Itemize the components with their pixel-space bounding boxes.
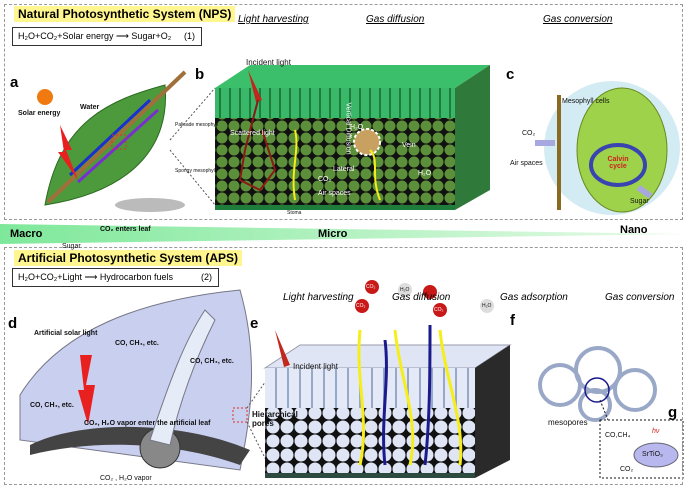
label-air-spaces: Air spaces [510, 160, 543, 167]
artificial-cross-section [263, 280, 512, 478]
panel-letter-b: b [195, 66, 205, 83]
label-air-spaces: Air spaces [318, 190, 351, 197]
scale-gradient-bar [0, 224, 685, 244]
step-light-harvesting: Light harvesting [238, 14, 309, 25]
label-co2: CO₂ [522, 130, 536, 137]
panel-letter-d: d [8, 315, 18, 332]
label-gas-enter: CO₂, H₂O vapor enter the artificial leaf [84, 420, 211, 427]
label-vein: Vein [402, 142, 416, 149]
molecule-co2: CO₂ [366, 284, 376, 290]
label-products: CO, CH₄, etc. [30, 402, 74, 409]
panel-letter-e: e [250, 315, 259, 332]
label-mesopores: mesopores [548, 418, 588, 427]
equation-text: H₂O+CO₂+Light ⟶ Hydrocarbon fuels [18, 272, 173, 282]
label-lateral: Lateral [333, 166, 355, 173]
natural-leaf [37, 70, 187, 212]
label-solar-energy: Solar energy [18, 110, 61, 117]
panel-letter-c: c [506, 66, 515, 83]
step-gas-adsorption: Gas adsorption [500, 292, 568, 303]
label-mesophyll-cells: Mesophyll cells [562, 98, 610, 105]
label-calvin-cycle: Calvin cycle [607, 156, 629, 170]
nps-panel [4, 4, 683, 220]
srtio3-particle [633, 442, 679, 468]
label-incident-light: Incident light [293, 362, 338, 371]
aps-panel [4, 247, 683, 485]
label-artificial-solar-light: Artificial solar light [34, 330, 98, 337]
lightning-icon [58, 125, 78, 180]
label-vapor: CO₂ , H₂O vapor [100, 475, 152, 482]
label-stoma: Stoma [287, 210, 302, 216]
label-hv: hν [652, 428, 660, 435]
label-hierarchical-pores: Hierarchical pores [252, 410, 298, 428]
label-h2o: H₂O [350, 124, 364, 131]
label-co2: CO₂ [318, 176, 332, 183]
incident-light-arrow [275, 330, 290, 367]
scale-micro: Micro [318, 228, 348, 240]
label-products: CO, CH₄, etc. [190, 358, 234, 365]
aps-equation: H₂O+CO₂+Light ⟶ Hydrocarbon fuels (2) [12, 268, 219, 287]
panel-letter-g: g [668, 404, 678, 421]
molecule-h2o: H₂O [482, 303, 492, 309]
step-gas-diffusion: Gas diffusion [392, 292, 451, 303]
label-products: CO,CH₄ [605, 432, 631, 439]
nps-title: Natural Photosynthetic System (NPS) [14, 6, 236, 22]
label-co2: CO₂ [620, 466, 634, 473]
aps-title: Artificial Photosynthetic System (APS) [14, 250, 243, 266]
artificial-leaf [19, 289, 253, 471]
leaf-cross-section [215, 65, 490, 210]
scale-nano: Nano [620, 224, 648, 236]
label-spongy: Spongy mesophyll [175, 168, 216, 174]
label-h2o: H₂O [418, 170, 432, 177]
incident-light-arrow [248, 70, 262, 102]
equation-text: H₂O+CO₂+Solar energy ⟶ Sugar+O₂ [18, 31, 172, 41]
panel-letter-f: f [510, 312, 515, 329]
label-sugar: Sugar [62, 243, 81, 250]
step-light-harvesting: Light harvesting [283, 292, 354, 303]
step-gas-diffusion: Gas diffusion [366, 14, 425, 25]
step-gas-conversion: Gas conversion [543, 14, 613, 25]
molecule-co2: CO₂ [434, 307, 444, 313]
label-incident-light: Incident light [246, 58, 291, 67]
molecule-h2o: H₂O [400, 287, 410, 293]
sun-icon [37, 89, 53, 105]
equation-number: (2) [201, 272, 212, 282]
label-scattered-light: Scattered light [230, 130, 275, 137]
label-water: Water [80, 104, 100, 111]
mesophyll-cell-detail [535, 81, 680, 215]
label-products: CO, CH₄, etc. [115, 340, 159, 347]
label-sugar: Sugar [630, 198, 649, 205]
nps-equation: H₂O+CO₂+Solar energy ⟶ Sugar+O₂ (1) [12, 27, 202, 46]
mesoporous-framework [538, 346, 657, 422]
molecule-co2: CO₂ [356, 303, 366, 309]
label-co2-enters: CO₂ enters leaf [100, 226, 151, 233]
scale-macro: Macro [10, 228, 43, 240]
label-srtio3: SrTiO₃ [642, 451, 663, 458]
catalyst-inset [599, 419, 684, 479]
panel-letter-a: a [10, 74, 19, 91]
step-gas-conversion: Gas conversion [605, 292, 675, 303]
equation-number: (1) [184, 31, 195, 41]
label-palisade: Palisade mesophyll [175, 122, 219, 128]
lightning-icon [78, 355, 95, 425]
